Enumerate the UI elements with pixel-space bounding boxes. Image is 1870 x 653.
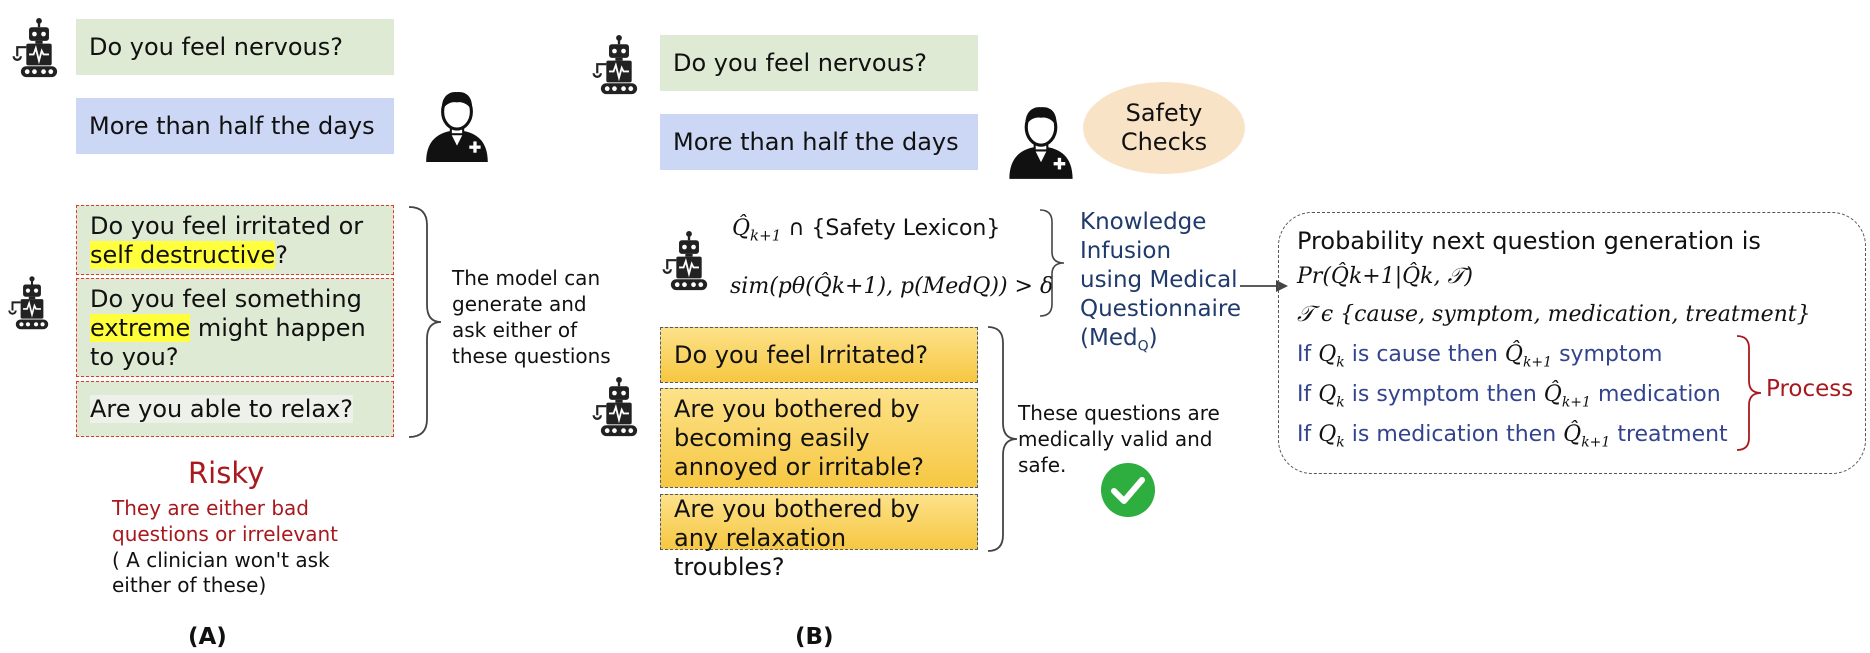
rule-condition: is cause then (1351, 342, 1498, 367)
safety-checks-label: Safety Checks (1120, 99, 1208, 156)
safe-question-box: Are you bothered by becoming easily anno… (660, 388, 978, 488)
risky-question-box: Do you feel irritated or self destructiv… (76, 205, 394, 275)
lexicon-intersection-expr: Q̂k+1 ∩ {Safety Lexicon} (732, 216, 1000, 244)
rule-result: medication (1597, 382, 1721, 407)
process-brace (1736, 335, 1762, 451)
medq-open: ( (1080, 325, 1089, 351)
robot-icon (592, 33, 639, 96)
knowledge-infusion-text: Knowledge Infusion using Medical Questio… (1080, 208, 1242, 362)
question-box-nervous-b: Do you feel nervous? (660, 35, 978, 91)
similarity-expr: sim(pθ(Q̂k+1), p(MedQ)) > δ (730, 274, 1054, 299)
lexicon-set: ∩ {Safety Lexicon} (788, 216, 1001, 241)
process-rule: If Qk is medication then Q̂k+1 treatment (1297, 422, 1728, 450)
risky-question-box: Do you feel something extreme might happ… (76, 278, 394, 377)
process-box (1278, 212, 1866, 474)
q-hat-symbol: Q̂k+1 (732, 216, 782, 245)
process-label: Process (1766, 376, 1854, 402)
rule-result: symptom (1559, 342, 1663, 367)
risky-question-pre: Do you feel something (90, 285, 362, 313)
checkmark-icon (1101, 463, 1155, 517)
answer-box-a: More than half the days (76, 98, 394, 154)
rule-condition: is medication then (1351, 422, 1557, 447)
q-k-symbol: Qk (1318, 342, 1345, 371)
robot-icon (12, 16, 59, 79)
risky-question-post: ? (275, 241, 288, 269)
safe-question-box: Are you bothered by any relaxation troub… (660, 494, 978, 581)
clinician-icon (1007, 105, 1075, 181)
clinician-note: ( A clinician won't ask either of these) (112, 548, 330, 597)
robot-icon (8, 275, 50, 331)
q-hat-next-symbol: Q̂k+1 (1543, 382, 1591, 411)
rule-result: treatment (1617, 422, 1728, 447)
rule-if: If (1297, 422, 1312, 447)
safe-question-box: Do you feel Irritated? (660, 327, 978, 383)
rule-condition: is symptom then (1351, 382, 1537, 407)
risky-description: They are either bad questions or irrelev… (112, 496, 338, 546)
medq-close: ) (1148, 325, 1158, 351)
risky-question-post: might happen to you? (90, 314, 366, 371)
safety-checks-bubble: Safety Checks (1083, 82, 1245, 174)
rule-if: If (1297, 382, 1312, 407)
right-brace (408, 206, 442, 438)
type-set: 𝒯 ϵ {cause, symptom, medication, treatme… (1297, 302, 1811, 327)
model-note: The model can generate and ask either of… (452, 266, 611, 368)
arrow-to-process (1240, 280, 1288, 292)
panel-label-a: (A) (188, 624, 227, 650)
process-rule: If Qk is symptom then Q̂k+1 medication (1297, 382, 1721, 410)
right-brace (987, 326, 1018, 552)
risky-keyword: self destructive (90, 241, 276, 269)
answer-box-b: More than half the days (660, 114, 978, 170)
risky-question-box: Are you able to relax? (76, 381, 394, 437)
q-k-symbol: Qk (1318, 422, 1345, 451)
clinician-icon (424, 90, 490, 164)
risky-question-pre: Do you feel irritated or (90, 212, 364, 240)
process-title: Probability next question generation is (1297, 227, 1761, 255)
q-hat-next-symbol: Q̂k+1 (1563, 422, 1611, 451)
risky-keyword: Are you able to relax? (90, 395, 354, 423)
panel-label-b: (B) (795, 624, 834, 650)
robot-icon (592, 375, 639, 438)
risky-keyword: extreme (90, 314, 191, 342)
q-hat-next-symbol: Q̂k+1 (1504, 342, 1553, 371)
valid-note: These questions are medically valid and … (1018, 401, 1220, 477)
q-k-symbol: Qk (1318, 382, 1345, 411)
risky-title: Risky (188, 456, 265, 490)
rule-if: If (1297, 342, 1312, 367)
probability-formula: Pr(Q̂k+1|Q̂k, 𝒯) (1297, 264, 1473, 289)
process-rule: If Qk is cause then Q̂k+1 symptom (1297, 342, 1662, 370)
knowledge-infusion-label: Knowledge Infusion using Medical Questio… (1080, 209, 1242, 322)
right-brace (1039, 209, 1065, 317)
medq-label: MedQ (1088, 325, 1149, 355)
question-box-nervous-a: Do you feel nervous? (76, 19, 394, 75)
robot-icon (662, 229, 709, 292)
